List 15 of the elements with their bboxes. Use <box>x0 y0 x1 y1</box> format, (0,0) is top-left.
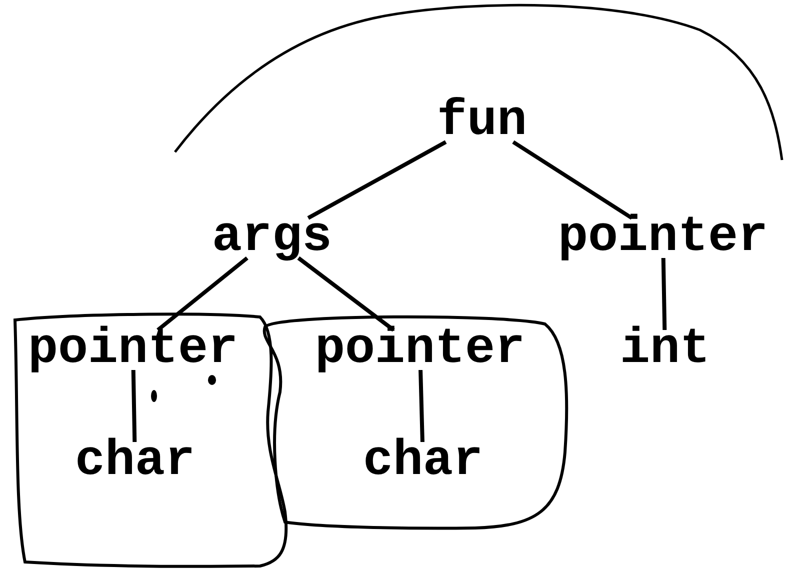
tree-branch <box>307 140 447 220</box>
type-label: pointer <box>558 213 768 263</box>
type-label: char <box>74 437 196 487</box>
type-label: int <box>620 325 710 375</box>
type-label: args <box>212 213 332 263</box>
tree-branch <box>156 256 248 332</box>
tree-branch <box>131 370 137 442</box>
tree-branch <box>297 256 395 332</box>
tree-branch <box>661 258 667 330</box>
tree-branch <box>418 370 424 442</box>
type-label: pointer <box>28 325 238 375</box>
type-label: pointer <box>314 325 526 375</box>
tree-branch <box>512 140 633 220</box>
type-label: char <box>362 437 484 487</box>
type-label: fun <box>437 97 527 147</box>
